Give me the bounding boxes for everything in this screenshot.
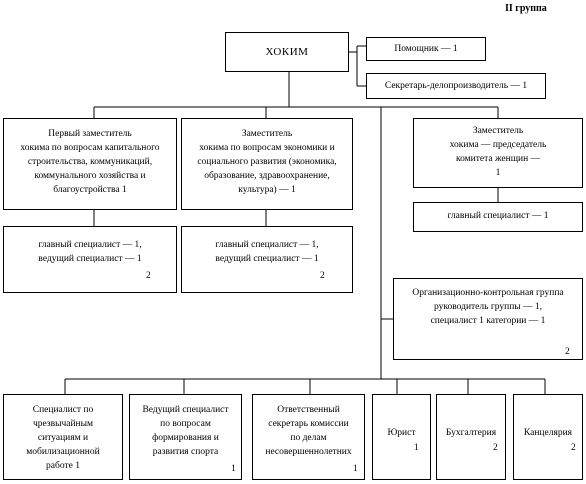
women-committee-staff-text: главный специалист — 1 [447,211,549,221]
first-deputy-staff-box [3,226,177,293]
secretary-label: Секретарь-делопроизводитель — 1 [384,81,528,91]
women-committee-staff-box [413,202,583,232]
economy-deputy-box [181,118,353,210]
sport-specialist-count: 1 [231,464,236,474]
assistant-box [366,37,486,61]
chancellery-count: 2 [571,443,576,453]
secretary-box [366,73,546,99]
lawyer-count: 1 [414,443,419,453]
first-deputy-box [3,118,177,210]
lawyer-box [372,394,431,480]
economy-deputy-staff-box [181,226,353,293]
accounting-box [436,394,506,480]
emergency-specialist-text: Специалист по чрезвычайным ситуациям и м… [26,405,100,471]
hokim-title: ХОКИМ [265,46,309,58]
women-committee-deputy-text: Заместитель хокима — председатель комите… [449,126,547,178]
economy-deputy-staff-text: главный специалист — 1, ведущий специали… [215,240,319,264]
hokim-box [225,32,349,72]
minors-commission-count: 1 [353,464,358,474]
women-committee-deputy-box [413,118,583,188]
assistant-label: Помощник — 1 [394,44,458,54]
group-label: II группа [505,3,547,14]
sport-specialist-box [129,394,242,480]
chancellery-text: Канцелярия [523,428,573,438]
emergency-specialist-box [3,394,123,480]
control-group-count: 2 [565,347,570,357]
first-deputy-text: Первый заместитель хокима по вопросам ка… [20,129,160,195]
minors-commission-box [252,394,365,480]
economy-deputy-text: Заместитель хокима по вопросам экономики… [197,129,337,195]
minors-commission-text: Ответственный секретарь комиссии по дела… [265,405,352,457]
economy-deputy-staff-count: 2 [320,271,325,281]
sport-specialist-text: Ведущий специалист по вопросам формирова… [142,405,229,457]
chancellery-box [513,394,583,480]
accounting-text: Бухгалтерия [445,428,497,438]
accounting-count: 2 [493,443,498,453]
control-group-text: Организационно-контрольная группа руково… [412,288,564,326]
lawyer-text: Юрист [387,428,416,438]
control-group-box [393,278,583,360]
first-deputy-staff-text: главный специалист — 1, ведущий специали… [38,240,142,264]
first-deputy-staff-count: 2 [146,271,151,281]
